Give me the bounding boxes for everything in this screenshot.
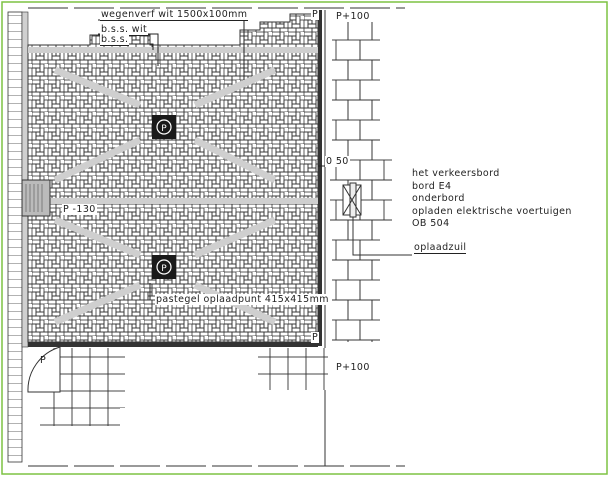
p-plus-top-label: P+100 [336,11,370,22]
left-curb [7,11,23,463]
charging-post-label: oplaadzuil [414,242,467,254]
sign-description: het verkeersbord bord E4 onderbord oplad… [412,168,572,231]
road-paint-stripe [28,47,318,53]
sign-line: OB 504 [412,218,450,229]
road-paint-stripe [28,198,318,204]
sign-line: opladen elektrische voertuigen [412,205,572,217]
p-top-label: P [311,9,320,20]
diagonal-markings [53,66,277,326]
sign-line: het verkeersbord [412,168,500,179]
right-wall [318,10,322,346]
bss-label: b.s.s. [100,34,130,46]
sign-post [342,182,412,256]
road-paint-label: wegenverf wit 1500x100mm [100,9,249,21]
bottom-right-bricks [258,348,328,390]
dimension-label: 0 50 [325,156,350,167]
drain-grate [21,179,51,217]
bottom-curb [28,342,318,347]
sign-line: bord E4 [412,180,452,192]
tile-label: pastegel oplaadpunt 415x415mm [155,294,330,305]
p-minus-label: P -130 [62,204,97,215]
p-bottom-right-label: P [311,332,320,343]
p-bottom-left-label: P [40,355,47,366]
svg-text:P: P [161,264,167,274]
curb-corner [27,346,61,393]
p-plus-bottom-label: P+100 [336,362,370,373]
charging-tile-icon: P [152,255,176,279]
svg-text:P: P [161,124,167,134]
sign-line: onderbord [412,193,465,204]
charging-tile-icon: P [152,115,176,139]
